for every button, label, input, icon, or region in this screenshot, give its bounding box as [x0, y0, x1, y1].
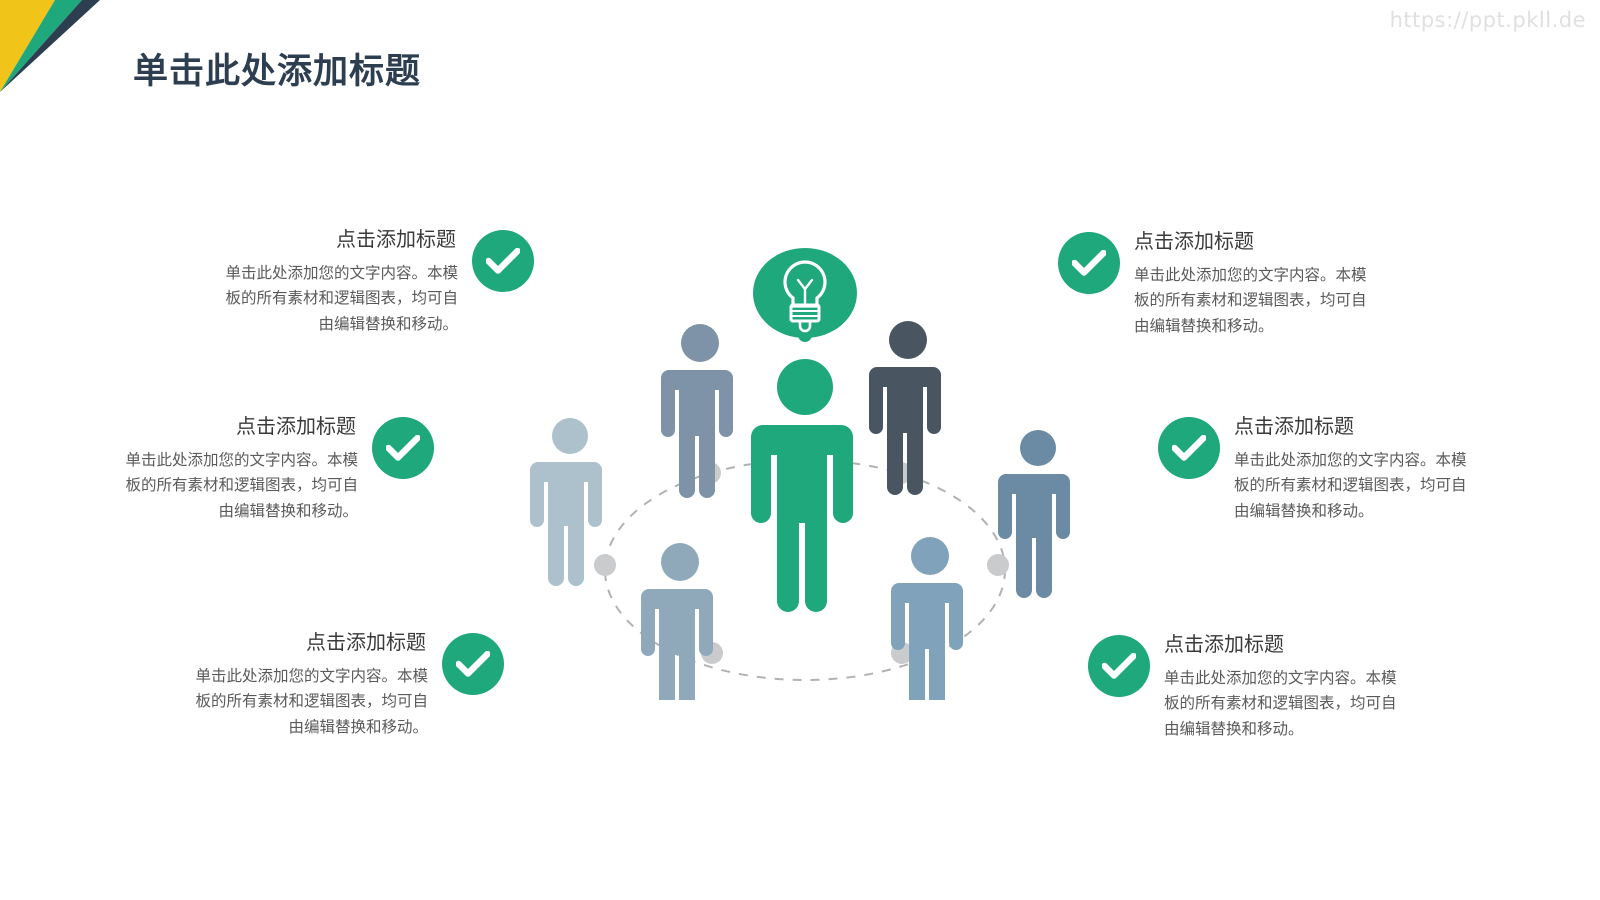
check-glyph — [456, 651, 490, 677]
check-icon[interactable] — [1158, 417, 1220, 479]
bulb-base — [789, 303, 821, 323]
block-title: 点击添加标题 — [306, 632, 426, 654]
corner-stripe-navy — [0, 0, 100, 92]
bubble-tail-dot — [798, 328, 812, 342]
content-block-top-right[interactable]: 点击添加标题 单击此处添加您的文字内容。本模板的所有素材和逻辑图表，均可自由编辑… — [1058, 230, 1374, 339]
block-title: 点击添加标题 — [1134, 231, 1254, 253]
check-icon[interactable] — [372, 417, 434, 479]
block-title: 点击添加标题 — [336, 229, 456, 251]
watermark-url: https://ppt.pkll.de — [1389, 8, 1586, 32]
team-network-svg — [530, 248, 1070, 700]
text-group: 点击添加标题 单击此处添加您的文字内容。本模板的所有素材和逻辑图表，均可自由编辑… — [188, 631, 428, 740]
figure-far-left — [530, 418, 602, 586]
orbit-dot-right — [987, 554, 1009, 576]
check-icon[interactable] — [472, 230, 534, 292]
text-group: 点击添加标题 单击此处添加您的文字内容。本模板的所有素材和逻辑图表，均可自由编辑… — [1234, 415, 1474, 524]
block-body: 单击此处添加您的文字内容。本模板的所有素材和逻辑图表，均可自由编辑替换和移动。 — [225, 265, 458, 333]
content-block-bottom-right[interactable]: 点击添加标题 单击此处添加您的文字内容。本模板的所有素材和逻辑图表，均可自由编辑… — [1088, 633, 1404, 742]
bulb-filament — [796, 278, 814, 307]
check-glyph — [386, 435, 420, 461]
figure-lower-right — [891, 537, 963, 700]
text-group: 点击添加标题 单击此处添加您的文字内容。本模板的所有素材和逻辑图表，均可自由编辑… — [118, 415, 358, 524]
lightbulb-icon — [753, 248, 857, 342]
check-glyph — [1072, 250, 1106, 276]
block-body: 单击此处添加您的文字内容。本模板的所有素材和逻辑图表，均可自由编辑替换和移动。 — [1234, 452, 1467, 520]
figure-leader — [751, 359, 853, 612]
block-title: 点击添加标题 — [1164, 634, 1284, 656]
content-block-middle-right[interactable]: 点击添加标题 单击此处添加您的文字内容。本模板的所有素材和逻辑图表，均可自由编辑… — [1158, 415, 1474, 524]
corner-decoration — [0, 0, 100, 95]
figure-upper-left — [661, 324, 733, 498]
content-block-middle-left[interactable]: 点击添加标题 单击此处添加您的文字内容。本模板的所有素材和逻辑图表，均可自由编辑… — [118, 415, 434, 524]
block-title: 点击添加标题 — [1234, 416, 1354, 438]
corner-stripes-svg — [0, 0, 100, 92]
check-icon[interactable] — [1058, 232, 1120, 294]
block-body: 单击此处添加您的文字内容。本模板的所有素材和逻辑图表，均可自由编辑替换和移动。 — [1164, 670, 1397, 738]
text-group: 点击添加标题 单击此处添加您的文字内容。本模板的所有素材和逻辑图表，均可自由编辑… — [218, 228, 458, 337]
text-group: 点击添加标题 单击此处添加您的文字内容。本模板的所有素材和逻辑图表，均可自由编辑… — [1134, 230, 1374, 339]
check-glyph — [1102, 653, 1136, 679]
block-body: 单击此处添加您的文字内容。本模板的所有素材和逻辑图表，均可自由编辑替换和移动。 — [1134, 267, 1367, 335]
team-network-graphic — [520, 240, 1090, 700]
page-title: 单击此处添加标题 — [133, 52, 422, 91]
bulb-base-threads — [791, 310, 819, 317]
figure-far-right — [998, 430, 1070, 598]
figure-lower-left — [641, 543, 713, 700]
text-group: 点击添加标题 单击此处添加您的文字内容。本模板的所有素材和逻辑图表，均可自由编辑… — [1164, 633, 1404, 742]
block-body: 单击此处添加您的文字内容。本模板的所有素材和逻辑图表，均可自由编辑替换和移动。 — [125, 452, 358, 520]
block-body: 单击此处添加您的文字内容。本模板的所有素材和逻辑图表，均可自由编辑替换和移动。 — [195, 668, 428, 736]
content-block-bottom-left[interactable]: 点击添加标题 单击此处添加您的文字内容。本模板的所有素材和逻辑图表，均可自由编辑… — [188, 631, 504, 740]
block-title: 点击添加标题 — [236, 416, 356, 438]
check-glyph — [486, 248, 520, 274]
check-icon[interactable] — [442, 633, 504, 695]
content-block-top-left[interactable]: 点击添加标题 单击此处添加您的文字内容。本模板的所有素材和逻辑图表，均可自由编辑… — [218, 228, 534, 337]
figure-upper-right — [869, 321, 941, 495]
orbit-dot-left — [594, 554, 616, 576]
check-icon[interactable] — [1088, 635, 1150, 697]
check-glyph — [1172, 435, 1206, 461]
bulb-tip — [798, 319, 812, 333]
